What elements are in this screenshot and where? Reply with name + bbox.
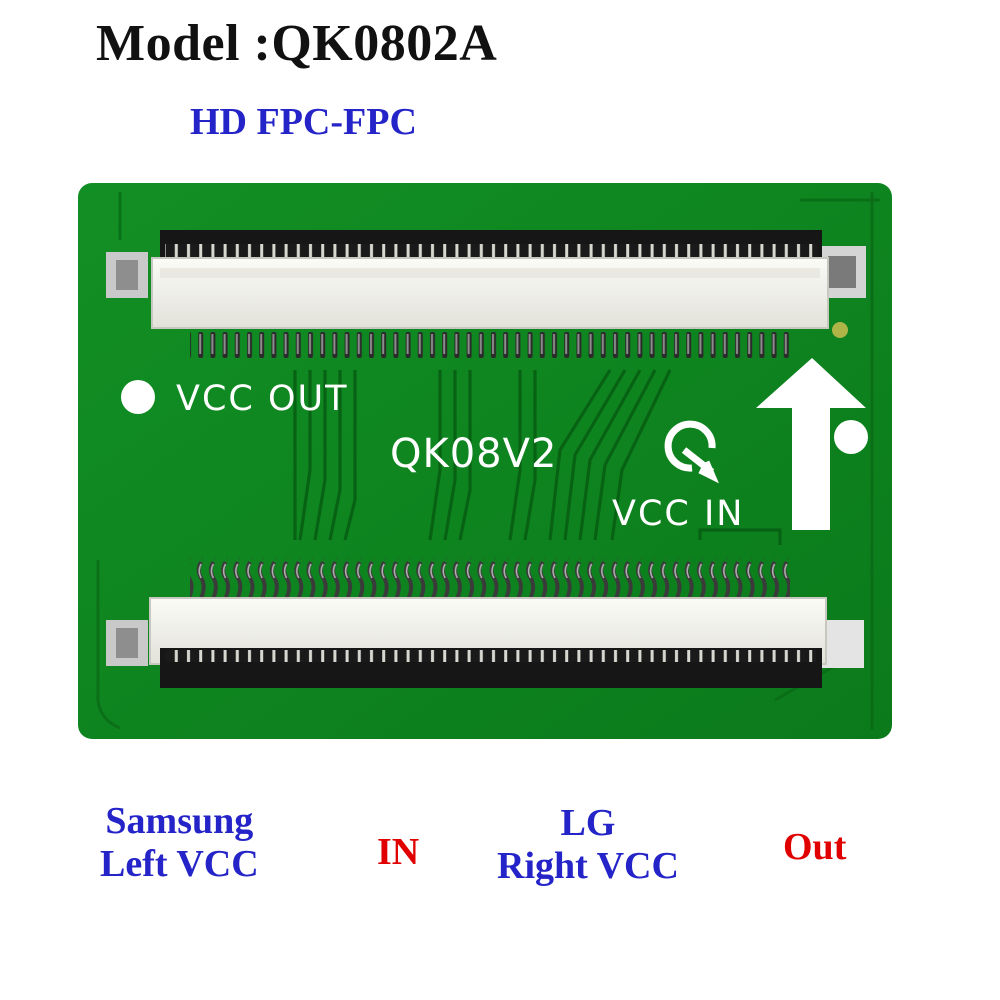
right-vcc-line: Right VCC bbox=[497, 844, 679, 887]
top-fpc-connector bbox=[151, 230, 829, 362]
silk-vcc-in: VCC IN bbox=[612, 494, 744, 534]
lg-line: LG bbox=[560, 802, 616, 844]
silk-vcc-out: VCC OUT bbox=[176, 379, 349, 419]
left-vcc-line: Left VCC bbox=[100, 842, 259, 885]
in-label: IN bbox=[377, 831, 420, 873]
out-label: Out bbox=[783, 826, 847, 868]
silk-part-number: QK08V2 bbox=[390, 431, 557, 477]
right-mounting-hole bbox=[834, 420, 868, 454]
samsung-left-vcc-label: Samsung Left VCC bbox=[100, 800, 259, 885]
fanout-traces bbox=[293, 369, 782, 545]
samsung-line: Samsung bbox=[105, 800, 254, 842]
lg-right-vcc-label: LG Right VCC bbox=[497, 802, 679, 887]
left-mounting-hole bbox=[121, 380, 155, 414]
model-title: Model :QK0802A bbox=[96, 15, 498, 72]
q-logo bbox=[664, 420, 719, 484]
product-subtitle: HD FPC-FPC bbox=[190, 101, 417, 143]
direction-arrow bbox=[756, 358, 866, 530]
bottom-fpc-connector bbox=[149, 558, 827, 688]
